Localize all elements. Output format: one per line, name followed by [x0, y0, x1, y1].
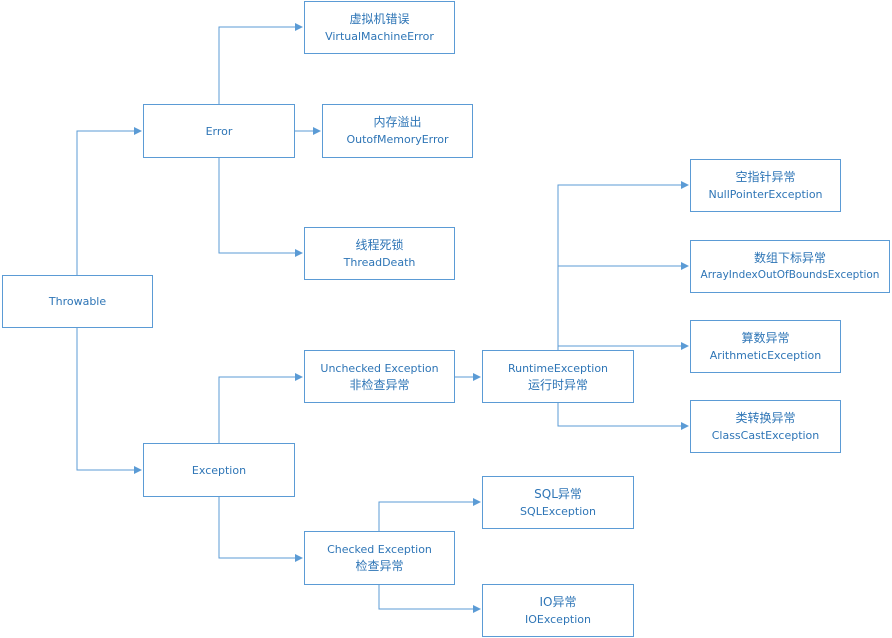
- node-label: Throwable: [48, 295, 107, 308]
- node-label: Error: [205, 124, 233, 138]
- node-exception: Exception: [143, 443, 295, 497]
- node-label-en: RuntimeException: [507, 361, 609, 375]
- node-label-en: Unchecked Exception: [320, 361, 439, 375]
- node-null-pointer-exception: 空指针异常 NullPointerException: [690, 159, 841, 212]
- node-arithmetic-exception: 算数异常 ArithmeticException: [690, 320, 841, 373]
- edge-exception-unchecked: [218, 373, 303, 443]
- node-label-en: ClassCastException: [711, 428, 820, 442]
- node-runtime-exception: RuntimeException 运行时异常: [482, 350, 634, 403]
- node-array-index-out-of-bounds-exception: 数组下标异常 ArrayIndexOutOfBoundsException: [690, 240, 890, 293]
- node-label-cn: 空指针异常: [735, 169, 796, 184]
- node-label-cn: 算数异常: [741, 330, 790, 345]
- node-virtual-machine-error: 虚拟机错误 VirtualMachineError: [304, 1, 455, 54]
- node-label-en: ArithmeticException: [709, 348, 822, 362]
- edge-runtime-npe: [557, 181, 689, 350]
- node-class-cast-exception: 类转换异常 ClassCastException: [690, 400, 841, 453]
- node-io-exception: IO异常 IOException: [482, 584, 634, 637]
- edge-exception-checked: [218, 497, 303, 562]
- node-label-cn: 类转换异常: [735, 410, 796, 425]
- node-sql-exception: SQL异常 SQLException: [482, 476, 634, 529]
- node-label-en: SQLException: [520, 504, 596, 518]
- node-label-cn: 内存溢出: [373, 115, 422, 129]
- node-label-cn: 检查异常: [355, 559, 404, 573]
- node-error: Error: [143, 104, 295, 158]
- node-label-cn: 非检查异常: [349, 377, 410, 392]
- edge-runtime-classcast: [557, 403, 689, 430]
- node-thread-death: 线程死锁 ThreadDeath: [304, 227, 455, 280]
- node-label-en: VirtualMachineError: [325, 29, 434, 43]
- node-label-cn: 数组下标异常: [753, 250, 826, 265]
- edge-checked-sql: [378, 498, 481, 531]
- node-label-en: ArrayIndexOutOfBoundsException: [700, 268, 880, 281]
- edge-throwable-error: [76, 127, 142, 275]
- node-throwable: Throwable: [2, 275, 153, 328]
- edge-error-vmerror: [218, 23, 303, 104]
- node-label-en: Checked Exception: [327, 543, 432, 556]
- node-label: Exception: [191, 463, 247, 477]
- node-label-cn: 虚拟机错误: [349, 11, 410, 26]
- node-label-en: OutofMemoryError: [346, 133, 449, 146]
- edge-throwable-exception: [76, 328, 142, 474]
- edge-error-threaddeath: [218, 158, 303, 257]
- node-unchecked-exception: Unchecked Exception 非检查异常: [304, 350, 455, 403]
- node-label-cn: 运行时异常: [527, 377, 588, 392]
- node-label-en: ThreadDeath: [343, 255, 416, 269]
- node-label-cn: SQL异常: [534, 486, 582, 501]
- node-out-of-memory-error: 内存溢出 OutofMemoryError: [322, 104, 473, 158]
- node-label-cn: 线程死锁: [355, 237, 404, 252]
- node-checked-exception: Checked Exception 检查异常: [304, 531, 455, 585]
- edge-checked-io: [378, 585, 481, 613]
- node-label-en: IOException: [524, 612, 592, 626]
- node-label-en: NullPointerException: [708, 187, 823, 201]
- node-label-cn: IO异常: [539, 594, 577, 609]
